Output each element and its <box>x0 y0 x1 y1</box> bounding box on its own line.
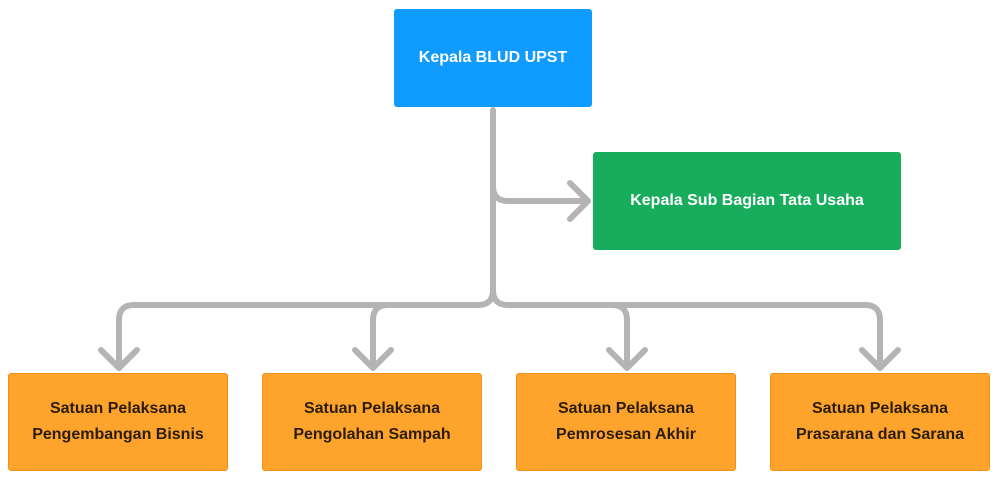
unit-node-bisnis: Satuan Pelaksana Pengembangan Bisnis <box>8 373 228 471</box>
connector-bus-left <box>116 287 496 371</box>
unit-node-prasarana: Satuan Pelaksana Prasarana dan Sarana <box>770 373 990 471</box>
unit-node-label: Satuan Pelaksana Pengembangan Bisnis <box>24 396 212 448</box>
unit-node-akhir: Satuan Pelaksana Pemrosesan Akhir <box>516 373 736 471</box>
unit-label-line2: Pengolahan Sampah <box>293 426 451 443</box>
connector-bus-left-2 <box>370 302 481 371</box>
unit-label-line1: Satuan Pelaksana <box>303 400 441 417</box>
head-node-label: Kepala BLUD UPST <box>418 49 568 66</box>
unit-node-label: Satuan Pelaksana Pengolahan Sampah <box>285 396 458 448</box>
unit-label-line2: Pemrosesan Akhir <box>556 426 696 443</box>
connector-to-staff <box>490 183 591 204</box>
unit-node-label: Satuan Pelaksana Pemrosesan Akhir <box>548 396 704 448</box>
head-node: Kepala BLUD UPST <box>394 9 592 107</box>
unit-label-line2: Pengembangan Bisnis <box>32 426 204 443</box>
unit-label-line2: Prasarana dan Sarana <box>795 426 965 443</box>
unit-label-line1: Satuan Pelaksana <box>811 400 949 417</box>
connector-bus-right-2 <box>505 302 630 371</box>
unit-label-line1: Satuan Pelaksana <box>557 400 695 417</box>
staff-node: Kepala Sub Bagian Tata Usaha <box>593 152 901 250</box>
unit-node-label: Satuan Pelaksana Prasarana dan Sarana <box>788 396 972 448</box>
staff-node-label: Kepala Sub Bagian Tata Usaha <box>630 192 864 209</box>
arrowhead-unit-1 <box>98 347 140 371</box>
arrowhead-unit-4 <box>859 347 901 371</box>
connector-bus-right <box>490 287 883 371</box>
unit-node-sampah: Satuan Pelaksana Pengolahan Sampah <box>262 373 482 471</box>
connector-to-staff-arrowhead <box>567 180 591 222</box>
unit-label-line1: Satuan Pelaksana <box>49 400 187 417</box>
arrowhead-unit-3 <box>606 347 648 371</box>
arrowhead-unit-2 <box>352 347 394 371</box>
